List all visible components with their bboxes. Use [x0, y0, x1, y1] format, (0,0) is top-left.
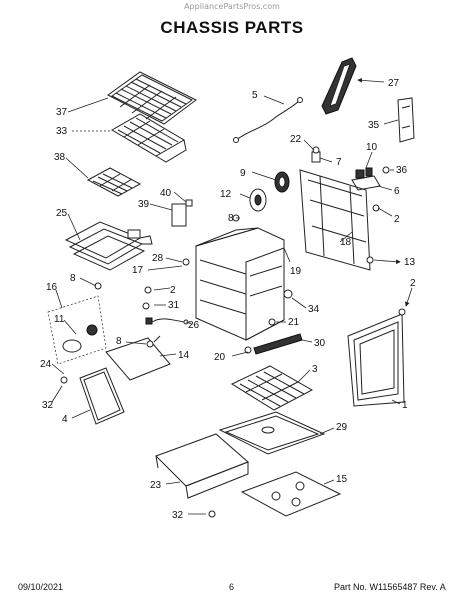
- footer-part-number: Part No. W11565487 Rev. A: [334, 582, 446, 592]
- part-door-gasket: [79, 367, 125, 425]
- callout-3: 3: [312, 364, 318, 375]
- callout-15: 15: [336, 474, 348, 485]
- callout-16: 16: [46, 282, 58, 293]
- callout-39: 39: [138, 199, 150, 210]
- callout-23: 23: [150, 480, 162, 491]
- callout-11: 11: [54, 314, 65, 325]
- callout-38: 38: [54, 152, 66, 163]
- callout-1: 1: [402, 400, 408, 411]
- callout-13: 13: [404, 257, 416, 268]
- callout-6: 6: [394, 186, 400, 197]
- callout-19: 19: [290, 266, 302, 277]
- footer-page-number: 6: [229, 582, 235, 592]
- callout-27: 27: [388, 78, 400, 89]
- part-drawer-pan: [218, 411, 326, 455]
- part-motor: [249, 188, 267, 212]
- callout-26: 26: [188, 320, 200, 331]
- part-side-panel: [397, 97, 415, 143]
- callout-30: 30: [314, 338, 326, 349]
- part-lower-rack: [230, 365, 314, 411]
- callout-31: 31: [168, 300, 180, 311]
- callout-35: 35: [368, 120, 380, 131]
- part-valve: [311, 146, 321, 163]
- callout-34: 34: [308, 304, 320, 315]
- part-handle-bracket: [321, 57, 357, 115]
- callout-7: 7: [336, 157, 342, 168]
- callout-10: 10: [366, 142, 378, 153]
- callout-21: 21: [288, 317, 300, 328]
- part-sensor: [145, 317, 189, 325]
- part-small-rack: [86, 167, 142, 197]
- callout-4: 4: [62, 414, 68, 425]
- part-bake-element: [64, 221, 153, 271]
- callout-17: 17: [132, 265, 144, 276]
- callout-37: 37: [56, 107, 68, 118]
- callout-2c: 2: [410, 278, 416, 289]
- part-oven-chassis: [195, 227, 285, 341]
- callout-18: 18: [340, 237, 352, 248]
- part-oven-door: [347, 313, 405, 407]
- part-bottom-bracket: [253, 333, 303, 355]
- part-screws: [60, 204, 406, 518]
- callout-8a: 8: [228, 213, 234, 224]
- part-rear-frame: [299, 169, 371, 271]
- part-oven-rack-top: [107, 71, 197, 125]
- callout-22: 22: [290, 134, 302, 145]
- leader-lines: [51, 77, 413, 515]
- callout-12: 12: [220, 189, 232, 200]
- part-bottom-panel: [240, 471, 342, 517]
- footer-date: 09/10/2021: [18, 582, 64, 592]
- part-convection-fan: [274, 171, 290, 193]
- callout-36: 36: [396, 165, 408, 176]
- callout-8c: 8: [116, 336, 122, 347]
- part-latch: [171, 199, 193, 227]
- callout-2a: 2: [394, 214, 400, 225]
- callout-33: 33: [56, 126, 68, 137]
- callout-29: 29: [336, 422, 348, 433]
- callout-32b: 32: [172, 510, 184, 521]
- callout-20: 20: [214, 352, 226, 363]
- callout-labels: 37 33 38 5 27 35 22 7 10 36 9 6 12 8 40 …: [40, 78, 416, 521]
- callout-24: 24: [40, 359, 52, 370]
- part-broil-rack: [111, 113, 187, 163]
- callout-5: 5: [252, 90, 258, 101]
- watermark: AppliancePartsPros.com: [184, 2, 280, 11]
- callout-32a: 32: [42, 400, 54, 411]
- callout-9: 9: [240, 168, 246, 179]
- part-drawer-body: [155, 433, 249, 499]
- page-title: CHASSIS PARTS: [160, 18, 304, 37]
- part-bracket-assembly: [351, 166, 390, 191]
- callout-8b: 8: [70, 273, 76, 284]
- callout-14: 14: [178, 350, 190, 361]
- callout-40: 40: [160, 188, 172, 199]
- part-wire-harness: [233, 97, 303, 143]
- callout-28: 28: [152, 253, 164, 264]
- callout-25: 25: [56, 208, 68, 219]
- callout-2b: 2: [170, 285, 176, 296]
- part-oven-light: [47, 295, 107, 365]
